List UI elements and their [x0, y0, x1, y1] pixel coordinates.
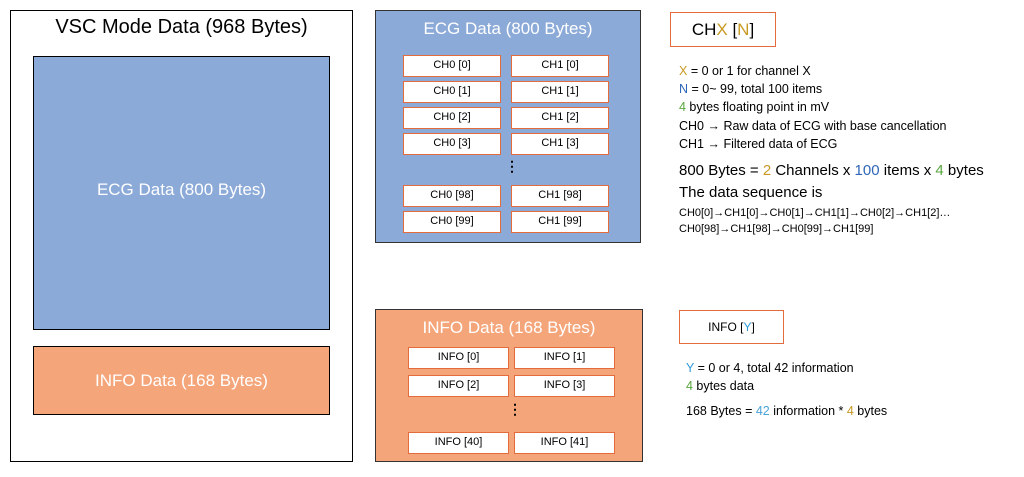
ecg-panel-title: ECG Data (800 Bytes) [423, 19, 593, 38]
ecg-ellipsis: ⋮ [505, 158, 519, 174]
vsc-ecg-block: ECG Data (800 Bytes) [33, 56, 330, 330]
info-formula-text-3: bytes [853, 404, 888, 418]
vsc-ecg-label: ECG Data (800 Bytes) [96, 180, 267, 199]
chx-note-bytes-var: 4 [679, 100, 686, 114]
chx-note-ch1: CH1 → Filtered data of ECG [679, 137, 838, 151]
info-cell-41: INFO [41] [514, 432, 615, 454]
info-cell-2: INFO [2] [408, 375, 509, 397]
ecg-data-panel: ECG Data (800 Bytes) CH0 [0] CH1 [0] CH0… [375, 10, 641, 243]
ecg-formula-text-2: Channels x [771, 162, 855, 179]
vsc-mode-title: VSC Mode Data (968 Bytes) [55, 16, 308, 38]
chx-note-n: N = 0~ 99, total 100 items [679, 82, 822, 96]
ecg-cell-ch1-2: CH1 [2] [511, 107, 609, 129]
chx-note-bytes-text: bytes floating point in mV [685, 100, 830, 114]
chx-prefix: CH [691, 20, 717, 39]
ecg-cell-ch0-3: CH0 [3] [403, 133, 501, 155]
ecg-formula-text-1: 800 Bytes = [679, 162, 763, 179]
chx-close: ] [749, 20, 755, 39]
ecg-formula-items: 100 [854, 162, 880, 179]
info-byte-formula: 168 Bytes = 42 information * 4 bytes [686, 404, 887, 418]
info-cell-1: INFO [1] [514, 347, 615, 369]
infoy-note-bytes-var: 4 [686, 379, 693, 393]
info-panel-title: INFO Data (168 Bytes) [422, 318, 596, 337]
infoy-note-y-text: = 0 or 4, total 42 information [694, 361, 854, 375]
ecg-cell-ch1-98: CH1 [98] [511, 185, 609, 207]
infoy-note-bytes-text: bytes data [692, 379, 755, 393]
ecg-cell-ch1-0: CH1 [0] [511, 55, 609, 77]
infoy-legend-box: INFO [Y] [679, 310, 784, 344]
chx-note-ch0: CH0 → Raw data of ECG with base cancella… [679, 119, 947, 133]
chx-note-bytes: 4 bytes floating point in mV [679, 100, 829, 114]
ecg-cell-ch0-1: CH0 [1] [403, 81, 501, 103]
ecg-cell-ch1-99: CH1 [99] [511, 211, 609, 233]
sequence-line-2: CH0[98]→CH1[98]→CH0[99]→CH1[99] [679, 223, 874, 235]
ecg-cell-ch1-1: CH1 [1] [511, 81, 609, 103]
ecg-formula-channels: 2 [762, 162, 772, 179]
chx-open: [ [727, 20, 738, 39]
ecg-cell-ch1-3: CH1 [3] [511, 133, 609, 155]
info-formula-bytes: 4 [846, 404, 854, 418]
ecg-cell-ch0-0: CH0 [0] [403, 55, 501, 77]
chx-note-x: X = 0 or 1 for channel X [679, 64, 811, 78]
infoy-note-y-var: Y [686, 361, 695, 375]
vsc-info-block: INFO Data (168 Bytes) [33, 346, 330, 415]
infoy-y-var: Y [743, 320, 752, 334]
ecg-cell-ch0-98: CH0 [98] [403, 185, 501, 207]
info-cell-40: INFO [40] [408, 432, 509, 454]
info-formula-count: 42 [755, 404, 770, 418]
infoy-prefix: INFO [ [708, 320, 744, 334]
chx-note-n-text: = 0~ 99, total 100 items [688, 82, 823, 96]
sequence-title: The data sequence is [679, 184, 823, 201]
chx-note-n-var: N [679, 82, 689, 96]
vsc-info-label: INFO Data (168 Bytes) [95, 371, 268, 390]
chx-n-var: N [737, 20, 750, 39]
ecg-formula-text-3: items x [879, 162, 936, 179]
ecg-byte-formula: 800 Bytes = 2 Channels x 100 items x 4 b… [679, 162, 984, 179]
sequence-line-1: CH0[0]→CH1[0]→CH0[1]→CH1[1]→CH0[2]→CH1[2… [679, 207, 951, 219]
infoy-note-y: Y = 0 or 4, total 42 information [686, 361, 854, 375]
info-data-panel: INFO Data (168 Bytes) INFO [0] INFO [1] … [375, 309, 643, 462]
ecg-cell-ch0-2: CH0 [2] [403, 107, 501, 129]
chx-x-var: X [716, 20, 728, 39]
info-ellipsis: ⋮ [508, 401, 522, 417]
chx-note-x-text: = 0 or 1 for channel X [687, 64, 811, 78]
infoy-note-bytes: 4 bytes data [686, 379, 754, 393]
ecg-cell-ch0-99: CH0 [99] [403, 211, 501, 233]
info-cell-3: INFO [3] [514, 375, 615, 397]
chx-legend-box: CHX [N] [670, 12, 776, 47]
chx-note-x-var: X [679, 64, 688, 78]
info-formula-text-2: information * [769, 404, 847, 418]
info-cell-0: INFO [0] [408, 347, 509, 369]
infoy-close: ] [751, 320, 755, 334]
ecg-formula-bytes: 4 [935, 162, 944, 179]
info-formula-text-1: 168 Bytes = [686, 404, 756, 418]
ecg-formula-text-4: bytes [943, 162, 984, 179]
